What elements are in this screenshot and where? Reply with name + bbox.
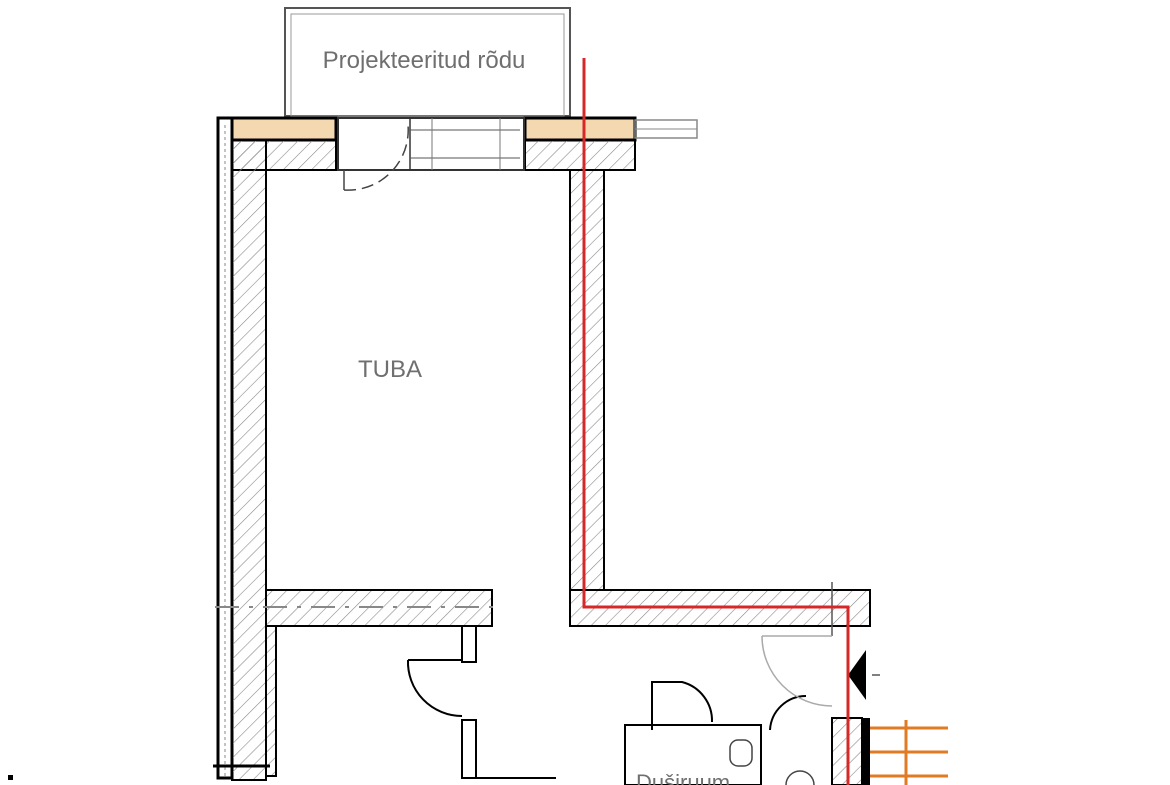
balcony: Projekteeritud rõdu	[284, 7, 571, 117]
bathroom-label: Duširuum	[636, 770, 730, 785]
left-wall	[216, 116, 267, 781]
balcony-label: Projekteeritud rõdu	[323, 47, 526, 74]
arrow-marker-icon	[848, 650, 880, 700]
lower-door-swing	[406, 659, 463, 717]
top-wall	[216, 116, 698, 171]
inner-wall-right	[569, 169, 871, 636]
stairs	[870, 720, 948, 785]
balcony-door-swing	[343, 124, 409, 191]
bathroom: Duširuum	[624, 681, 815, 785]
route-line	[582, 58, 850, 785]
room-label-tuba: TUBA	[358, 356, 422, 383]
inner-wall-bottom	[215, 589, 556, 779]
entry-door-swing	[761, 635, 833, 707]
right-wall	[831, 717, 870, 785]
bottom-left-fragment	[8, 764, 270, 780]
